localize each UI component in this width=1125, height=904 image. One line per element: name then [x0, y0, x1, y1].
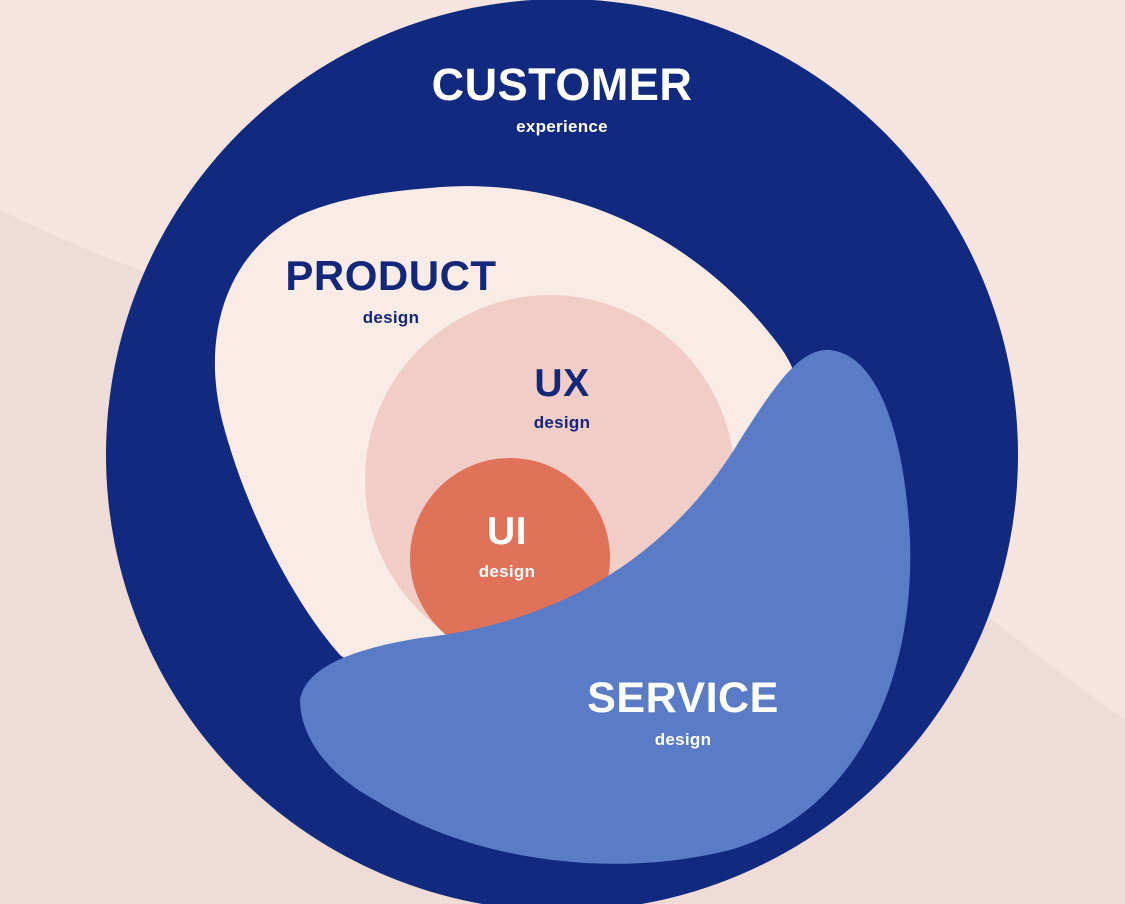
ux-subtitle: design	[533, 413, 591, 432]
ui-title: UI	[487, 510, 527, 553]
product-subtitle: design	[362, 308, 420, 327]
product-title: PRODUCT	[285, 252, 497, 299]
service-design-shape	[300, 349, 911, 864]
customer-title: CUSTOMER	[431, 59, 693, 110]
customer-subtitle: experience	[516, 117, 608, 136]
service-title: SERVICE	[587, 674, 779, 722]
ui-subtitle: design	[478, 562, 536, 581]
ux-title: UX	[534, 362, 590, 405]
service-subtitle: design	[654, 730, 712, 749]
